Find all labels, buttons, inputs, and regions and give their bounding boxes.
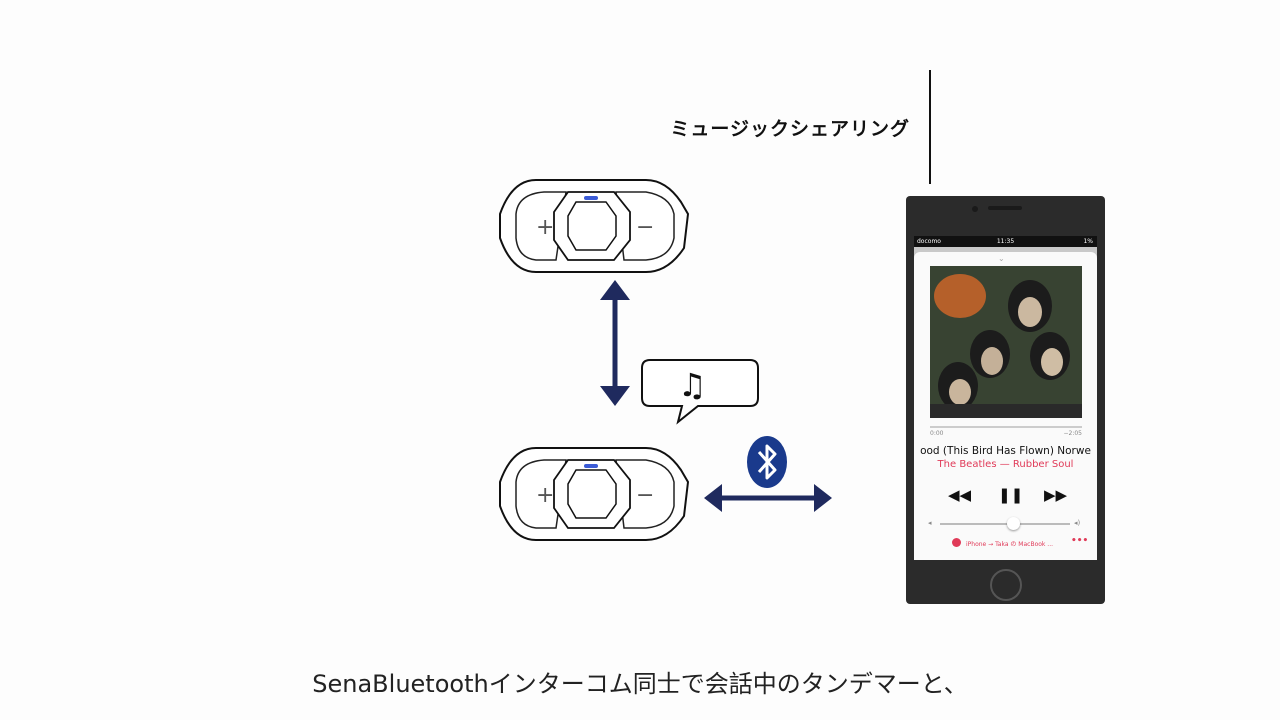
vertical-double-arrow-icon	[600, 280, 630, 406]
bluetooth-icon	[747, 436, 787, 488]
minus-icon: −	[636, 215, 654, 240]
airplay-icon[interactable]	[952, 538, 961, 547]
caption: SenaBluetoothインターコム同士で会話中のタンデマーと、	[312, 670, 968, 698]
battery-level: 1%	[1083, 238, 1093, 245]
chevron-down-icon[interactable]: ⌄	[998, 254, 1005, 263]
volume-slider[interactable]	[940, 523, 1070, 525]
status-time: 11:35	[996, 238, 1015, 245]
title-divider	[929, 70, 931, 184]
plus-icon: +	[536, 483, 554, 508]
carrier-label: docomo	[917, 238, 941, 245]
horizontal-double-arrow-icon	[704, 484, 832, 512]
previous-track-button[interactable]: ◀◀	[948, 486, 972, 504]
home-button[interactable]	[990, 569, 1022, 601]
smartphone: docomo 11:35 1% ⌄ 0:00 −2:05	[906, 196, 1105, 604]
volume-low-icon: ◂	[928, 519, 932, 527]
phone-screen: docomo 11:35 1% ⌄ 0:00 −2:05	[914, 236, 1097, 560]
song-title: ood (This Bird Has Flown) Norwe	[920, 445, 1091, 457]
more-options-button[interactable]: •••	[1071, 536, 1089, 546]
playback-scrubber[interactable]	[930, 426, 1082, 428]
remaining-time: −2:05	[1063, 430, 1082, 437]
plus-icon: +	[536, 215, 554, 240]
volume-knob[interactable]	[1006, 517, 1020, 530]
airplay-destination[interactable]: iPhone → Taka の MacBook ...	[966, 541, 1054, 548]
intercom-device-top: + −	[499, 179, 690, 273]
next-track-button[interactable]: ▶▶	[1044, 486, 1068, 504]
music-speech-bubble: ♫	[641, 359, 759, 425]
album-artwork	[930, 266, 1082, 418]
music-note-icon: ♫	[678, 366, 707, 404]
minus-icon: −	[636, 483, 654, 508]
pause-button[interactable]: ❚❚	[998, 486, 1024, 504]
section-title: ミュージックシェアリング	[670, 118, 910, 140]
intercom-device-bottom: + −	[499, 447, 690, 541]
front-camera	[972, 206, 978, 212]
elapsed-time: 0:00	[930, 430, 944, 437]
earpiece-speaker	[988, 206, 1022, 210]
song-artist: The Beatles — Rubber Soul	[937, 459, 1074, 470]
status-bar: docomo 11:35 1%	[914, 236, 1097, 247]
now-playing-card: ⌄ 0:00 −2:05 ood (This Bird Has Flown) N…	[914, 252, 1097, 560]
volume-high-icon: ◂)	[1074, 519, 1081, 527]
